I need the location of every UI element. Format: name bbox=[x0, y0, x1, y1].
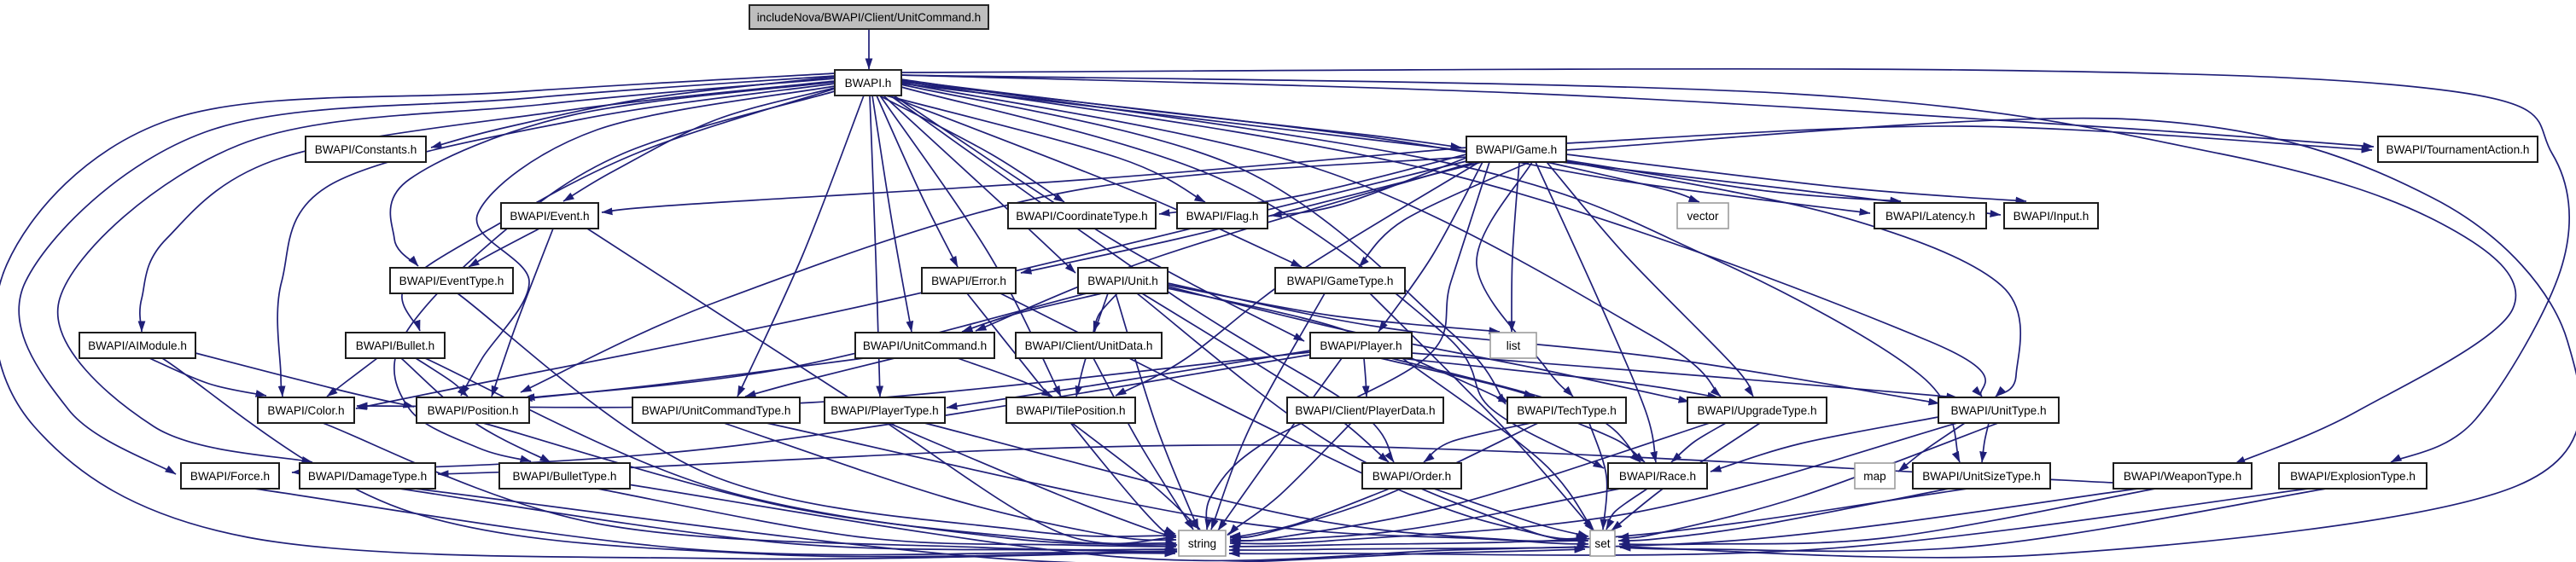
svg-text:BWAPI/UnitType.h: BWAPI/UnitType.h bbox=[1950, 404, 2046, 417]
svg-text:BWAPI/TechType.h: BWAPI/TechType.h bbox=[1517, 404, 1617, 417]
svg-text:BWAPI/CoordinateType.h: BWAPI/CoordinateType.h bbox=[1016, 210, 1147, 223]
svg-text:BWAPI/EventType.h: BWAPI/EventType.h bbox=[399, 275, 504, 287]
svg-text:BWAPI/TournamentAction.h: BWAPI/TournamentAction.h bbox=[2387, 143, 2530, 156]
svg-text:BWAPI/Client/UnitData.h: BWAPI/Client/UnitData.h bbox=[1025, 339, 1153, 352]
svg-text:set: set bbox=[1594, 537, 1610, 550]
svg-text:BWAPI/Race.h: BWAPI/Race.h bbox=[1619, 470, 1696, 483]
svg-text:string: string bbox=[1188, 537, 1216, 550]
svg-text:BWAPI/UnitCommandType.h: BWAPI/UnitCommandType.h bbox=[642, 404, 791, 417]
svg-text:BWAPI/TilePosition.h: BWAPI/TilePosition.h bbox=[1016, 404, 1125, 417]
svg-text:BWAPI/Bullet.h: BWAPI/Bullet.h bbox=[356, 339, 434, 352]
svg-text:BWAPI/DamageType.h: BWAPI/DamageType.h bbox=[308, 470, 427, 483]
svg-text:vector: vector bbox=[1687, 210, 1718, 223]
svg-text:BWAPI/Constants.h: BWAPI/Constants.h bbox=[315, 143, 417, 156]
svg-text:BWAPI/GameType.h: BWAPI/GameType.h bbox=[1287, 275, 1394, 287]
svg-text:BWAPI/Event.h: BWAPI/Event.h bbox=[510, 210, 589, 223]
svg-text:BWAPI/ExplosionType.h: BWAPI/ExplosionType.h bbox=[2290, 470, 2416, 483]
svg-text:includeNova/BWAPI/Client/UnitC: includeNova/BWAPI/Client/UnitCommand.h bbox=[757, 11, 981, 24]
svg-text:BWAPI/Player.h: BWAPI/Player.h bbox=[1320, 339, 1402, 352]
svg-text:BWAPI/Force.h: BWAPI/Force.h bbox=[190, 470, 270, 483]
svg-text:BWAPI/Client/PlayerData.h: BWAPI/Client/PlayerData.h bbox=[1295, 404, 1435, 417]
svg-text:BWAPI/Error.h: BWAPI/Error.h bbox=[931, 275, 1006, 287]
svg-text:BWAPI/Order.h: BWAPI/Order.h bbox=[1373, 470, 1451, 483]
svg-text:BWAPI.h: BWAPI.h bbox=[845, 77, 892, 90]
svg-text:BWAPI/WeaponType.h: BWAPI/WeaponType.h bbox=[2124, 470, 2241, 483]
svg-text:BWAPI/UnitCommand.h: BWAPI/UnitCommand.h bbox=[863, 339, 987, 352]
svg-text:BWAPI/PlayerType.h: BWAPI/PlayerType.h bbox=[830, 404, 938, 417]
svg-text:BWAPI/Latency.h: BWAPI/Latency.h bbox=[1885, 210, 1975, 223]
svg-text:map: map bbox=[1863, 470, 1885, 483]
svg-text:BWAPI/Input.h: BWAPI/Input.h bbox=[2014, 210, 2089, 223]
svg-text:BWAPI/BulletType.h: BWAPI/BulletType.h bbox=[513, 470, 617, 483]
svg-text:BWAPI/UnitSizeType.h: BWAPI/UnitSizeType.h bbox=[1922, 470, 2041, 483]
svg-text:BWAPI/Position.h: BWAPI/Position.h bbox=[428, 404, 519, 417]
svg-text:list: list bbox=[1507, 339, 1521, 352]
svg-text:BWAPI/Game.h: BWAPI/Game.h bbox=[1476, 143, 1557, 156]
svg-text:BWAPI/Flag.h: BWAPI/Flag.h bbox=[1186, 210, 1259, 223]
svg-text:BWAPI/AIModule.h: BWAPI/AIModule.h bbox=[88, 339, 187, 352]
svg-text:BWAPI/Unit.h: BWAPI/Unit.h bbox=[1087, 275, 1158, 287]
svg-text:BWAPI/Color.h: BWAPI/Color.h bbox=[267, 404, 344, 417]
svg-text:BWAPI/UpgradeType.h: BWAPI/UpgradeType.h bbox=[1697, 404, 1816, 417]
